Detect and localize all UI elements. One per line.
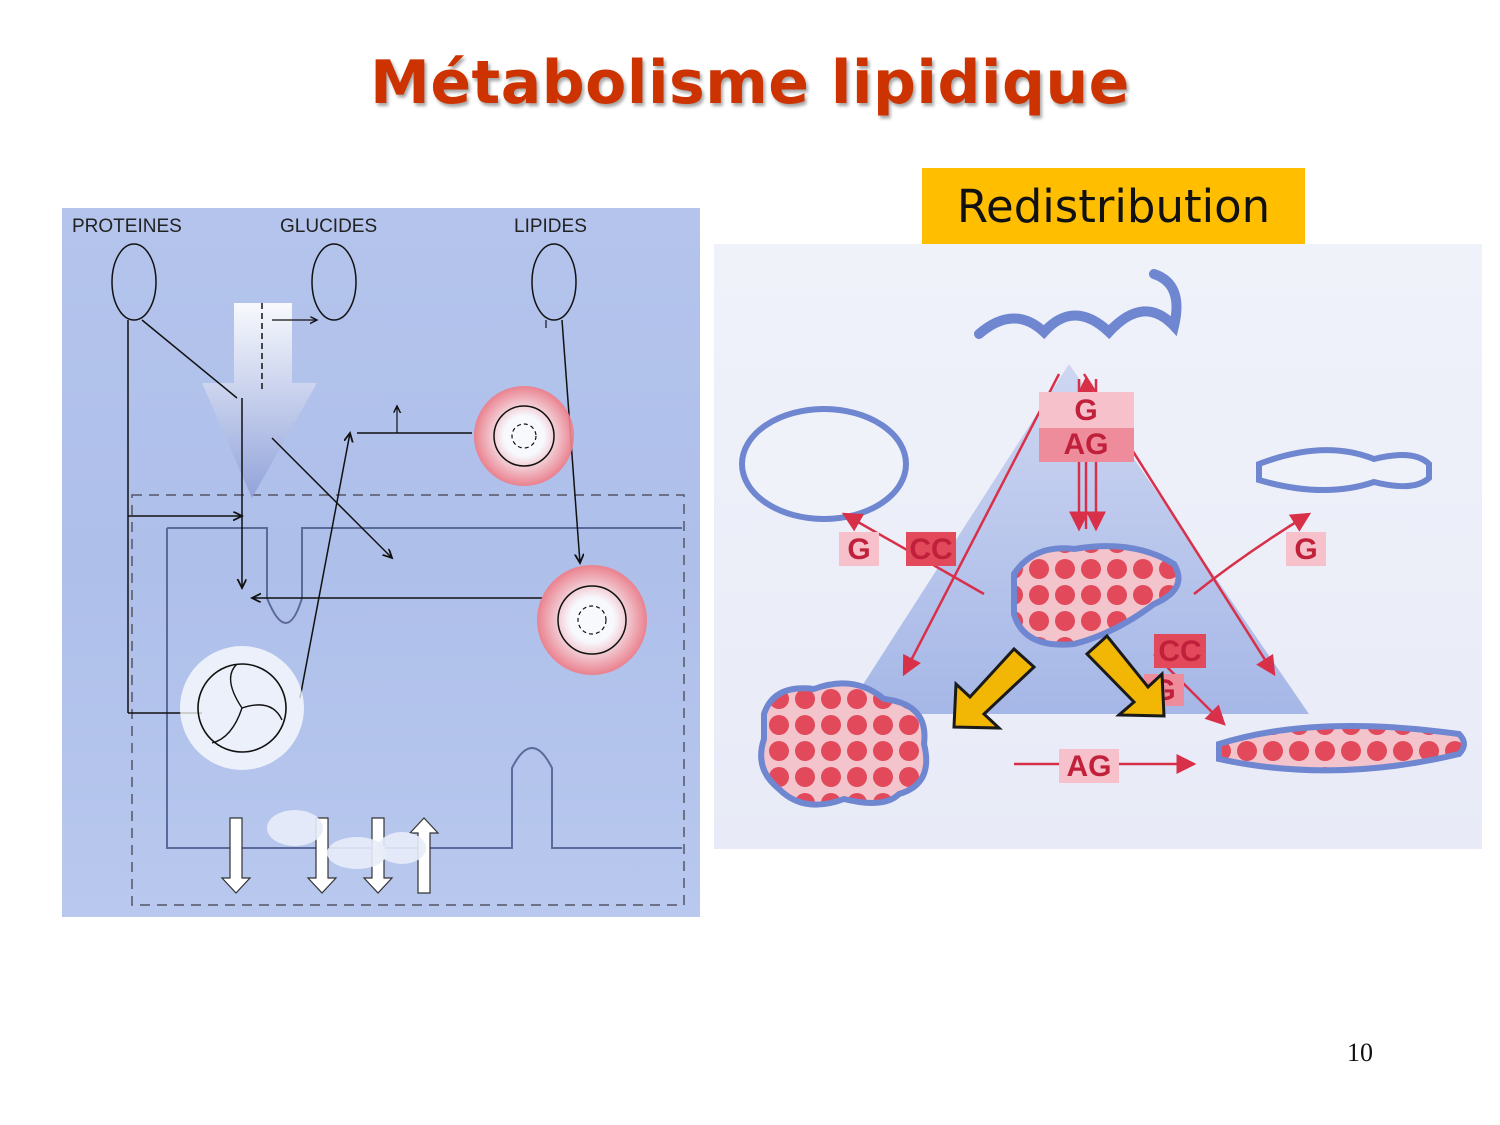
- adipose-tissue: [758, 680, 930, 808]
- label-top-ag: AG: [1064, 428, 1109, 461]
- proteines-loop: [111, 243, 157, 321]
- redistribution-badge: Redistribution: [922, 168, 1305, 244]
- slide-title: Métabolisme lipidique: [370, 48, 1130, 118]
- label-left-g: G: [847, 533, 870, 566]
- intestine-shape: [974, 269, 1182, 340]
- glucides-loop: [311, 243, 357, 321]
- left-organ: [739, 406, 909, 522]
- liver: [1011, 543, 1182, 648]
- label-glucides: GLUCIDES: [280, 216, 377, 237]
- redistribution-arrow-left: [952, 646, 1037, 730]
- lipid-cycle-lower: [537, 565, 647, 675]
- label-left-cc: CC: [909, 533, 952, 566]
- label-proteines: PROTEINES: [72, 216, 182, 237]
- label-top-g: G: [1074, 394, 1097, 427]
- label-right-g: G: [1294, 533, 1317, 566]
- right-organ: [1256, 447, 1432, 494]
- lipid-cycle-upper: [474, 386, 574, 486]
- label-center-cc: CC: [1158, 635, 1201, 668]
- metabolic-pathways-diagram: PROTEINES GLUCIDES LIPIDES: [62, 208, 700, 917]
- page-number: 10: [1347, 1038, 1373, 1067]
- label-lipides: LIPIDES: [514, 216, 587, 237]
- redistribution-arrow-right: [1084, 633, 1166, 718]
- lipid-redistribution-diagram: G AG G CC G CC G AG: [714, 244, 1482, 849]
- lipides-loop: [531, 243, 577, 321]
- muscle-tissue: [1216, 723, 1467, 774]
- label-bottom-ag: AG: [1067, 750, 1112, 783]
